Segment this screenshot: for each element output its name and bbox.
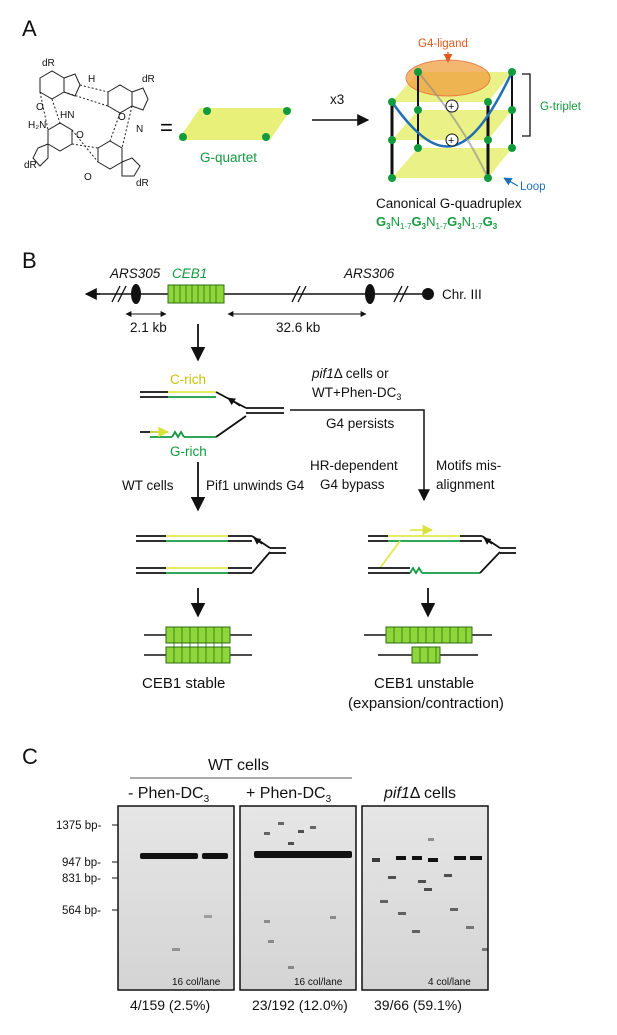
dr-label: dR xyxy=(42,58,55,69)
marker-1375: 1375 bp- xyxy=(56,820,102,832)
marker-ticks xyxy=(112,824,118,911)
pif1-cells-label: pif1Δ cells xyxy=(383,785,456,802)
ceb1-unstable-label-2: (expansion/contraction) xyxy=(348,695,504,712)
pif1-text-line2: WT+Phen-DC3 xyxy=(312,385,401,402)
g-quartet-chemical-structure xyxy=(32,70,149,177)
ceb1-label: CEB1 xyxy=(172,266,207,281)
gel-bands xyxy=(140,822,488,969)
x3-label: x3 xyxy=(330,92,344,107)
guanine-dot xyxy=(262,133,270,141)
svg-text:+: + xyxy=(448,101,454,113)
marker-831: 831 bp- xyxy=(62,873,101,885)
ceb1-repeat-stripes xyxy=(173,285,217,303)
flow-arrow-right-branch xyxy=(290,409,430,502)
dr-label: dR xyxy=(136,178,149,189)
chromosome-map xyxy=(84,284,434,304)
o-label: O xyxy=(84,172,92,183)
loop-label: Loop xyxy=(520,181,546,193)
ceb1-unstable-stripes xyxy=(393,627,467,663)
g-triplet-label: G-triplet xyxy=(540,101,582,113)
dr-label: dR xyxy=(142,74,155,85)
hr-label-line2: G4 bypass xyxy=(320,477,385,492)
col-lane-2: 16 col/lane xyxy=(294,977,343,988)
g-quartet-plane xyxy=(178,108,292,140)
c-rich-label: C-rich xyxy=(170,372,206,387)
ceb1-unstable-label-1: CEB1 unstable xyxy=(374,675,474,692)
ars305-label: ARS305 xyxy=(109,266,161,281)
g-rich-label: G-rich xyxy=(170,444,207,459)
ratio-1: 4/159 (2.5%) xyxy=(130,997,210,1013)
pif1-text-line1: pif1Δ cells or xyxy=(311,366,389,381)
gel-images xyxy=(117,805,489,991)
equals-sign: = xyxy=(160,115,173,140)
motif-label-line1: Motifs mis- xyxy=(436,458,501,473)
guanine-dot xyxy=(179,133,187,141)
distance-label-2: 32.6 kb xyxy=(276,320,320,335)
g-quartet-label: G-quartet xyxy=(200,150,257,165)
panel-label-c: C xyxy=(22,744,38,769)
panel-label-b: B xyxy=(22,248,37,273)
o-label: O xyxy=(76,130,84,141)
minus-phen-label: - Phen-DC3 xyxy=(128,785,210,805)
structure-title: Canonical G-quadruplex xyxy=(376,196,522,211)
guanine-dot xyxy=(203,107,211,115)
chemical-labels: dR dR dR dR O O O O H HN H₂N N xyxy=(24,58,155,189)
dr-label: dR xyxy=(24,160,37,171)
marker-947: 947 bp- xyxy=(62,857,101,869)
svg-text:+: + xyxy=(448,135,454,147)
distance-label-1: 2.1 kb xyxy=(130,320,167,335)
col-lane-1: 16 col/lane xyxy=(172,977,221,988)
h-label: H xyxy=(88,74,95,85)
n-label: N xyxy=(136,124,143,135)
hr-label-line1: HR-dependent xyxy=(310,458,398,473)
ceb1-stable-stripes xyxy=(173,627,223,663)
g4-motif: G3N1-7G3N1-7G3N1-7G3 xyxy=(376,214,498,231)
motif-label-line2: alignment xyxy=(436,477,495,492)
o-label: O xyxy=(36,102,44,113)
ceb1-unstable-alleles xyxy=(364,626,492,664)
ratio-2: 23/192 (12.0%) xyxy=(252,997,348,1013)
ratio-3: 39/66 (59.1%) xyxy=(374,997,462,1013)
loop-arrow xyxy=(503,177,519,187)
wt-cells-label: WT cells xyxy=(122,478,174,493)
pif1-unwinds-label: Pif1 unwinds G4 xyxy=(206,478,305,493)
ars306-label: ARS306 xyxy=(343,266,395,281)
guanine-dot xyxy=(283,107,291,115)
chromosome-label: Chr. III xyxy=(442,287,482,302)
wt-cells-header: WT cells xyxy=(208,757,269,774)
replication-fork-top xyxy=(140,391,284,439)
ceb1-stable-label: CEB1 stable xyxy=(142,675,225,692)
col-lane-3: 4 col/lane xyxy=(428,977,471,988)
g4-persists-label: G4 persists xyxy=(326,416,395,431)
marker-564: 564 bp- xyxy=(62,905,101,917)
replication-fork-left xyxy=(136,535,286,574)
hn-label: HN xyxy=(60,110,74,121)
g4-ligand-label: G4-ligand xyxy=(418,38,468,50)
panel-label-a: A xyxy=(22,16,37,41)
plus-phen-label: + Phen-DC3 xyxy=(246,785,332,805)
h2n-label: H₂N xyxy=(28,120,46,131)
replication-fork-right xyxy=(368,524,516,575)
o-label: O xyxy=(118,112,126,123)
g-quadruplex-structure: + + xyxy=(388,59,531,182)
